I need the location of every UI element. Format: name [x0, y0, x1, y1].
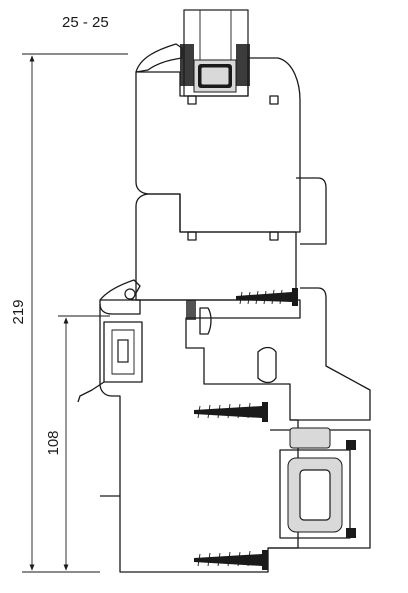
frame-profile — [135, 193, 297, 301]
screw-upper — [236, 288, 298, 306]
glazing-unit — [180, 9, 250, 97]
weather-bar — [99, 299, 301, 573]
sash-profile — [135, 57, 301, 233]
overall-height-label: 219 — [10, 299, 27, 324]
overall-height-dimension — [22, 53, 128, 573]
glazing-thickness-label: 25 - 25 — [62, 14, 109, 31]
screw-lower — [194, 550, 268, 570]
screw-middle — [194, 402, 268, 422]
outer-frame-right — [296, 177, 327, 245]
drip-cap — [99, 279, 141, 315]
sill-height-dimension — [58, 315, 110, 571]
drain-clip — [103, 321, 143, 383]
sill-height-label: 108 — [45, 430, 62, 455]
glazing-bead — [135, 43, 183, 73]
